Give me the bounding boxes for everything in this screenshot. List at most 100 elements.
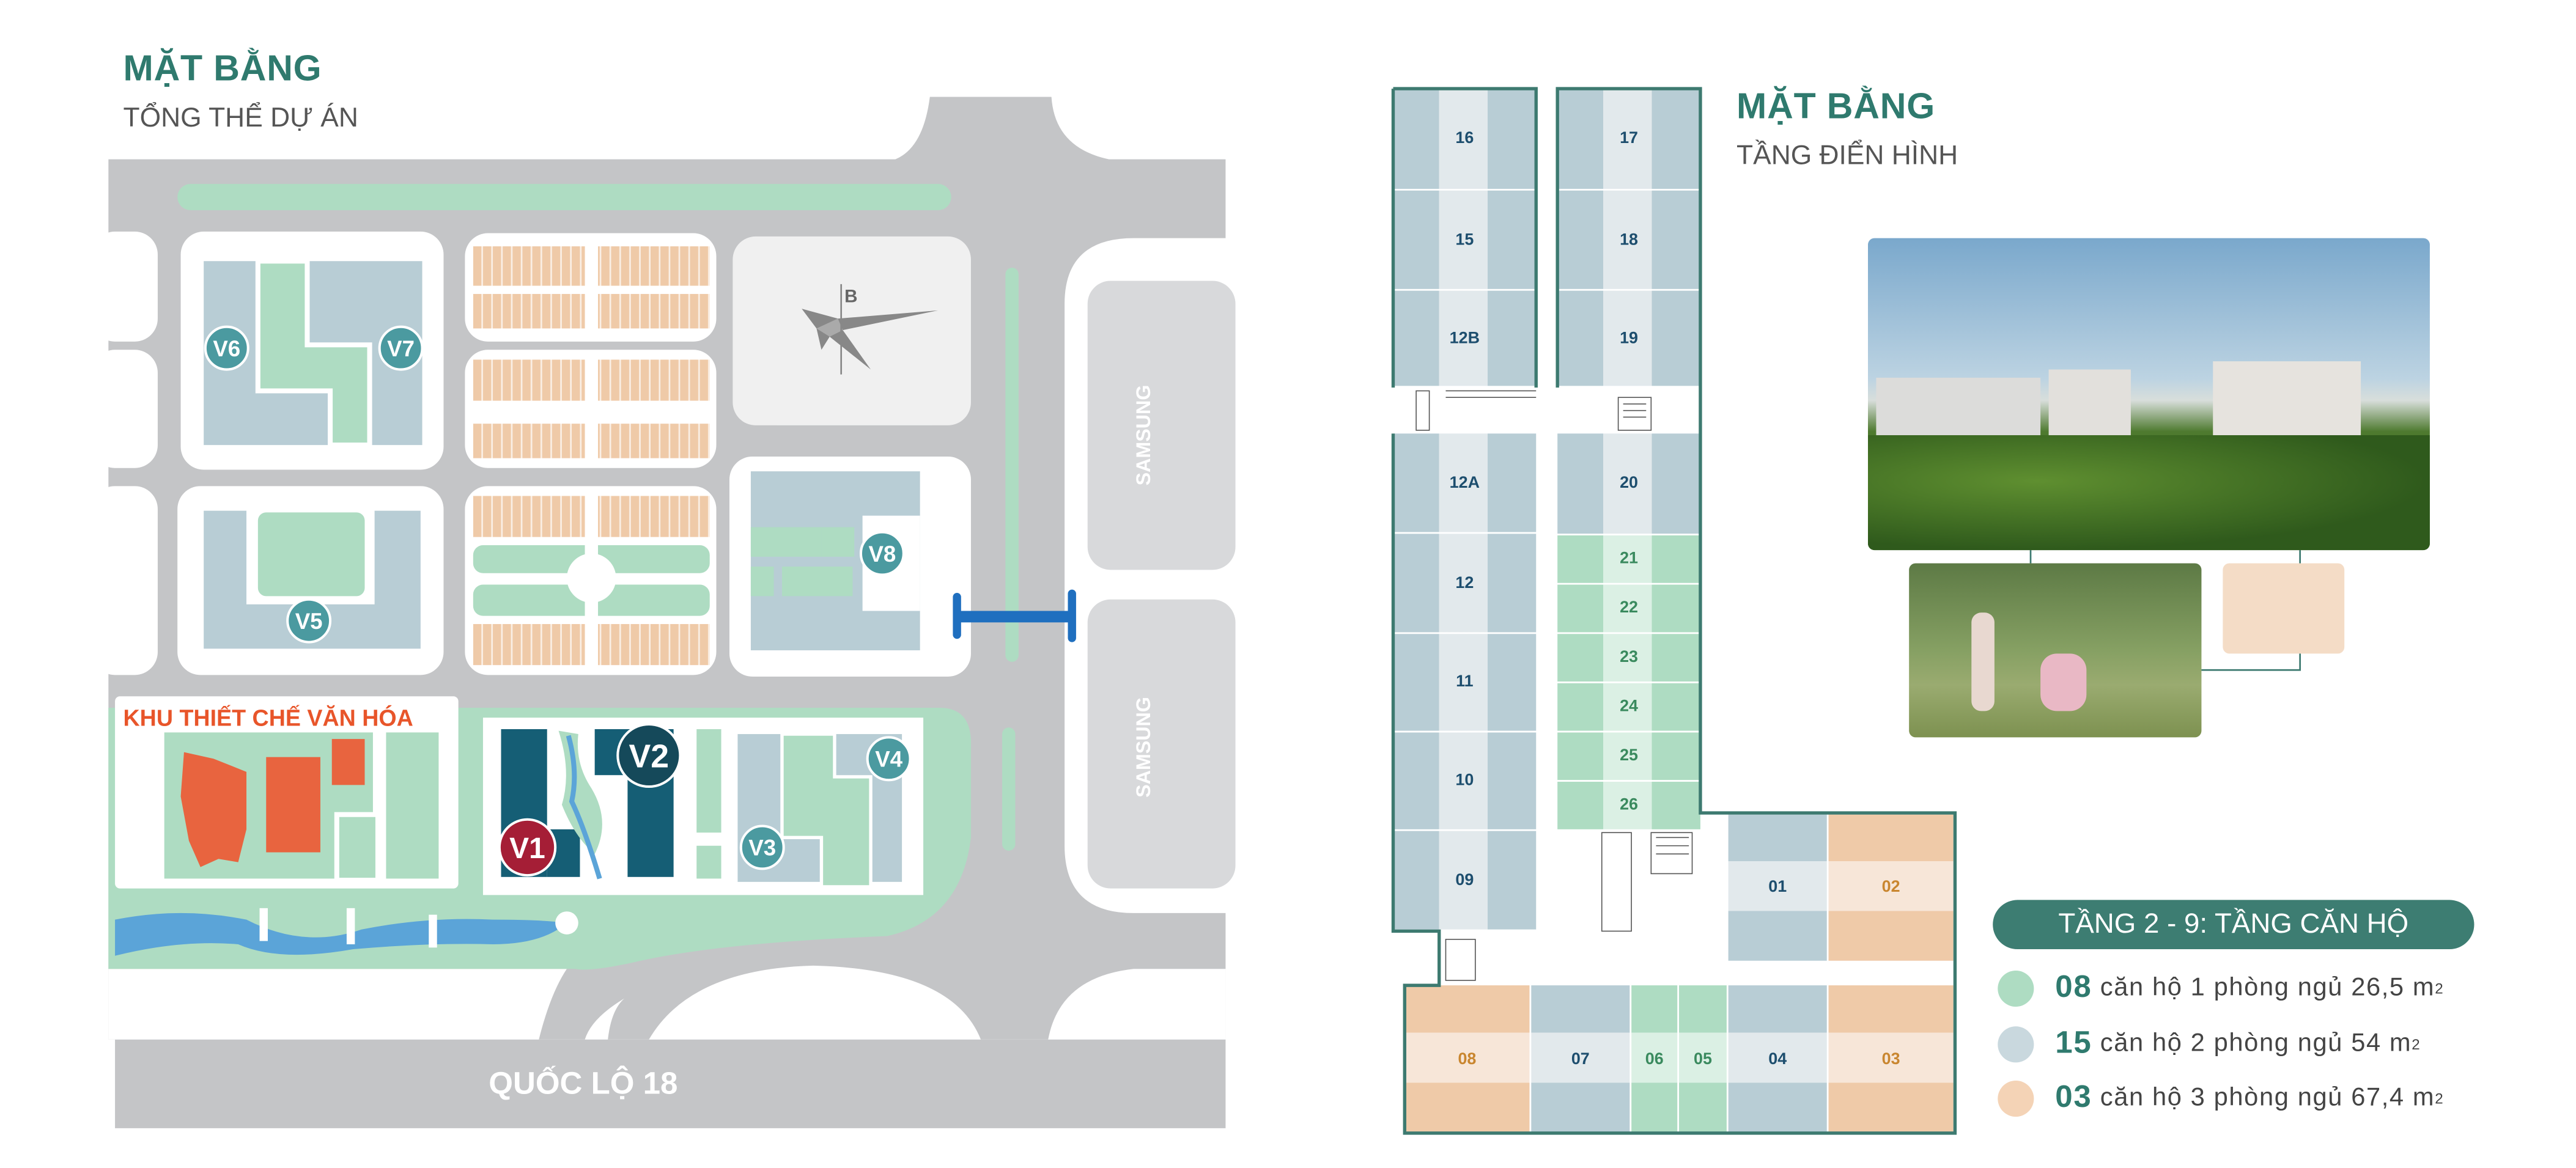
unit-label: 22 <box>1620 599 1639 618</box>
legend-description: căn hộ 2 phòng ngủ 54 m <box>2100 1029 2412 1058</box>
trees <box>1868 435 2430 551</box>
unit-06: 06 <box>1631 985 1680 1133</box>
unit-label: 10 <box>1455 771 1474 790</box>
compass-icon: B <box>802 284 939 375</box>
legend-unit-superscript: 2 <box>2412 1036 2421 1053</box>
legend-count: 03 <box>2055 1080 2092 1115</box>
legend-count: 08 <box>2055 970 2092 1005</box>
unit-label: 17 <box>1620 130 1639 148</box>
building-marker-v6: V6 <box>204 325 249 371</box>
building-label: V6 <box>213 336 240 361</box>
unit-09: 09 <box>1393 831 1537 931</box>
samsung-label-1: SAMSUNG <box>1132 385 1154 486</box>
unit-20: 20 <box>1557 433 1700 535</box>
unit-16: 16 <box>1393 89 1537 191</box>
legend-color-dot <box>1998 1080 2034 1117</box>
building-marker-v1: V1 <box>498 818 557 877</box>
building-marker-v3: V3 <box>739 825 785 870</box>
unit-label: 07 <box>1571 1050 1590 1068</box>
unit-01: 01 <box>1728 814 1829 961</box>
unit-label: 24 <box>1620 697 1639 716</box>
unit-08: 08 <box>1404 985 1532 1133</box>
unit-19: 19 <box>1557 290 1700 388</box>
unit-12a: 12A <box>1393 433 1537 534</box>
samsung-label-2: SAMSUNG <box>1132 697 1154 798</box>
unit-18: 18 <box>1557 190 1700 291</box>
master-plan-subtitle: TỔNG THỂ DỰ ÁN <box>123 103 358 133</box>
typical-floor-subtitle: TẦNG ĐIỂN HÌNH <box>1736 141 1958 171</box>
building-label: V1 <box>509 832 545 865</box>
unit-label: 05 <box>1694 1050 1712 1068</box>
unit-label: 23 <box>1620 648 1639 667</box>
building-marker-v5: V5 <box>286 598 332 644</box>
unit-label: 01 <box>1768 878 1787 897</box>
building-marker-v8: V8 <box>859 531 905 576</box>
building-marker-v7: V7 <box>378 325 424 371</box>
unit-label: 06 <box>1645 1050 1664 1068</box>
unit-04: 04 <box>1728 985 1829 1133</box>
unit-label: 12A <box>1449 474 1480 492</box>
highway-label: QUỐC LỘ 18 <box>489 1065 677 1100</box>
legend-count: 15 <box>2055 1026 2092 1061</box>
unit-label: 19 <box>1620 329 1639 348</box>
master-plan-title: MẶT BẰNG <box>123 47 322 89</box>
unit-07: 07 <box>1531 985 1632 1133</box>
unit-label: 21 <box>1620 550 1639 568</box>
river <box>115 913 567 956</box>
unit-24: 24 <box>1557 683 1700 733</box>
unit-11: 11 <box>1393 634 1537 733</box>
highway-band <box>115 1039 1226 1128</box>
unit-label: 09 <box>1455 871 1474 889</box>
legend-unit-superscript: 2 <box>2435 1090 2445 1107</box>
unit-03: 03 <box>1828 985 1955 1133</box>
peach-swatch <box>2223 563 2345 654</box>
cultural-zone-label: KHU THIẾT CHẾ VĂN HÓA <box>124 705 413 731</box>
unit-26: 26 <box>1557 781 1700 831</box>
unit-label: 25 <box>1620 747 1639 766</box>
unit-17: 17 <box>1557 89 1700 191</box>
family-park-photo <box>1909 563 2202 738</box>
legend-description: căn hộ 3 phòng ngủ 67,4 m <box>2100 1084 2435 1112</box>
unit-21: 21 <box>1557 535 1700 585</box>
building-label: V3 <box>748 836 776 861</box>
building-label: V4 <box>875 747 902 772</box>
building-label: V8 <box>868 542 896 567</box>
legend-color-dot <box>1998 1026 2034 1063</box>
floor-range-badge: TẦNG 2 - 9: TẦNG CĂN HỘ <box>1993 900 2475 950</box>
unit-label: 04 <box>1768 1050 1787 1068</box>
legend-unit-superscript: 2 <box>2435 980 2445 997</box>
building-label: V5 <box>295 609 323 634</box>
building-label: V7 <box>387 336 415 361</box>
unit-23: 23 <box>1557 634 1700 683</box>
master-plan-map: B SAMSUNG SAMSUNG <box>108 97 1236 1128</box>
building-label: V2 <box>629 738 670 774</box>
typical-floor-title: MẶT BẰNG <box>1736 85 1936 127</box>
unit-label: 03 <box>1881 1050 1900 1068</box>
unit-label: 12 <box>1455 574 1474 592</box>
unit-label: 26 <box>1620 796 1639 815</box>
unit-label: 12B <box>1449 329 1480 348</box>
unit-label: 08 <box>1458 1050 1477 1068</box>
unit-12b: 12B <box>1393 290 1537 388</box>
legend-description: căn hộ 1 phòng ngủ 26,5 m <box>2100 974 2435 1002</box>
unit-label: 18 <box>1620 230 1639 249</box>
person <box>1971 612 1995 711</box>
unit-label: 20 <box>1620 474 1639 493</box>
unit-12: 12 <box>1393 534 1537 634</box>
legend-color-dot <box>1998 970 2034 1007</box>
unit-label: 15 <box>1455 230 1474 249</box>
unit-label: 11 <box>1456 673 1474 692</box>
unit-25: 25 <box>1557 732 1700 782</box>
person <box>2040 653 2087 711</box>
compass-north-label: B <box>844 286 857 306</box>
unit-15: 15 <box>1393 190 1537 291</box>
cultural-building <box>180 752 247 867</box>
unit-22: 22 <box>1557 584 1700 634</box>
unit-10: 10 <box>1393 732 1537 831</box>
